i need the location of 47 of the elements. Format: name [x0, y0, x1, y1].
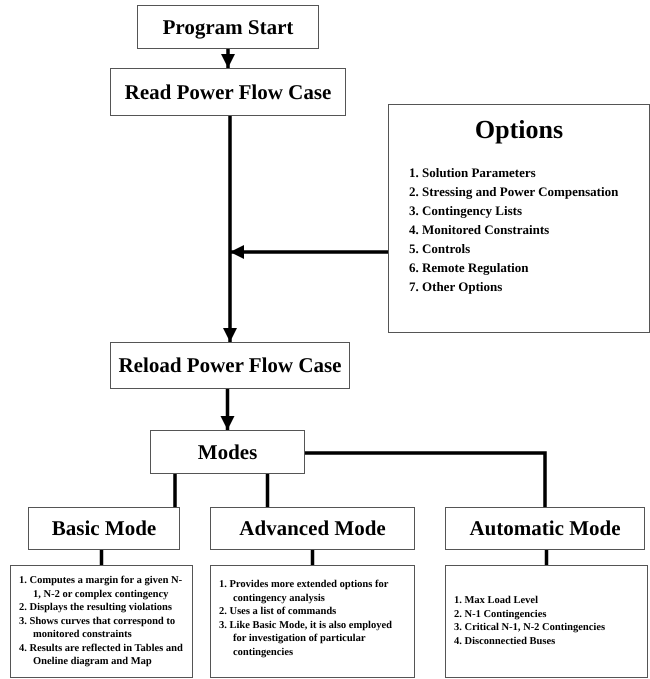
box-title: Read Power Flow Case [124, 82, 332, 102]
arrow [220, 389, 234, 430]
list-item: 1. Max Load Level [454, 594, 539, 608]
process-box [445, 507, 645, 550]
connector-line [310, 550, 314, 565]
box-title: Automatic Mode [469, 518, 621, 539]
connector-line [305, 451, 547, 507]
connector-line [100, 550, 104, 565]
list-item: 3. Shows curves that correspond to monitored constraints [19, 614, 176, 642]
description-box [210, 565, 415, 678]
box-title: Basic Mode [52, 518, 156, 539]
list-item: 3. Like Basic Mode, it is also employed for investigation of particular contingencies [219, 618, 393, 659]
list-item: 1. Solution Parameters [409, 164, 537, 182]
connector-line [266, 474, 270, 507]
process-box [210, 507, 415, 550]
connector-line [544, 550, 548, 565]
connector-line [173, 474, 177, 507]
list-item: 3. Contingency Lists [409, 202, 524, 220]
box-title: Reload Power Flow Case [118, 355, 342, 376]
description-box [10, 565, 193, 678]
options-panel [388, 104, 650, 333]
description-box [445, 565, 648, 678]
arrow [230, 245, 388, 259]
list-item: 4. Results are reflected in Tables and Oneline diagram and Map [19, 642, 184, 668]
process-box [110, 342, 350, 389]
list-item: 7. Other Options [409, 278, 504, 296]
panel-heading: Options [474, 117, 564, 143]
process-box [110, 68, 346, 116]
process-box [137, 5, 319, 49]
list-item: 1. Provides more extended options for contingency analysis [219, 578, 390, 605]
list-item: 4. Disconnectied Buses [454, 634, 556, 648]
arrow [223, 116, 237, 342]
list-item: 5. Controls [409, 240, 472, 258]
box-title: Modes [198, 442, 258, 462]
list-item: 2. N-1 Contingencies [454, 608, 548, 621]
process-box [28, 507, 180, 550]
list-item: 1. Computes a margin for a given N-1, N-2 or complex contingency [19, 574, 184, 601]
arrow [221, 49, 235, 68]
list-item: 2. Displays the resulting violations [19, 601, 173, 614]
list-item: 2. Stressing and Power Compensation [409, 183, 620, 201]
box-title: Advanced Mode [239, 518, 386, 539]
list-item: 2. Uses a list of commands [219, 605, 338, 618]
list-item: 6. Remote Regulation [409, 259, 530, 277]
box-title: Program Start [162, 16, 294, 38]
list-item: 3. Critical N-1, N-2 Contingencies [454, 621, 606, 634]
process-box [150, 430, 305, 474]
list-item: 4. Monitored Constraints [409, 221, 550, 239]
